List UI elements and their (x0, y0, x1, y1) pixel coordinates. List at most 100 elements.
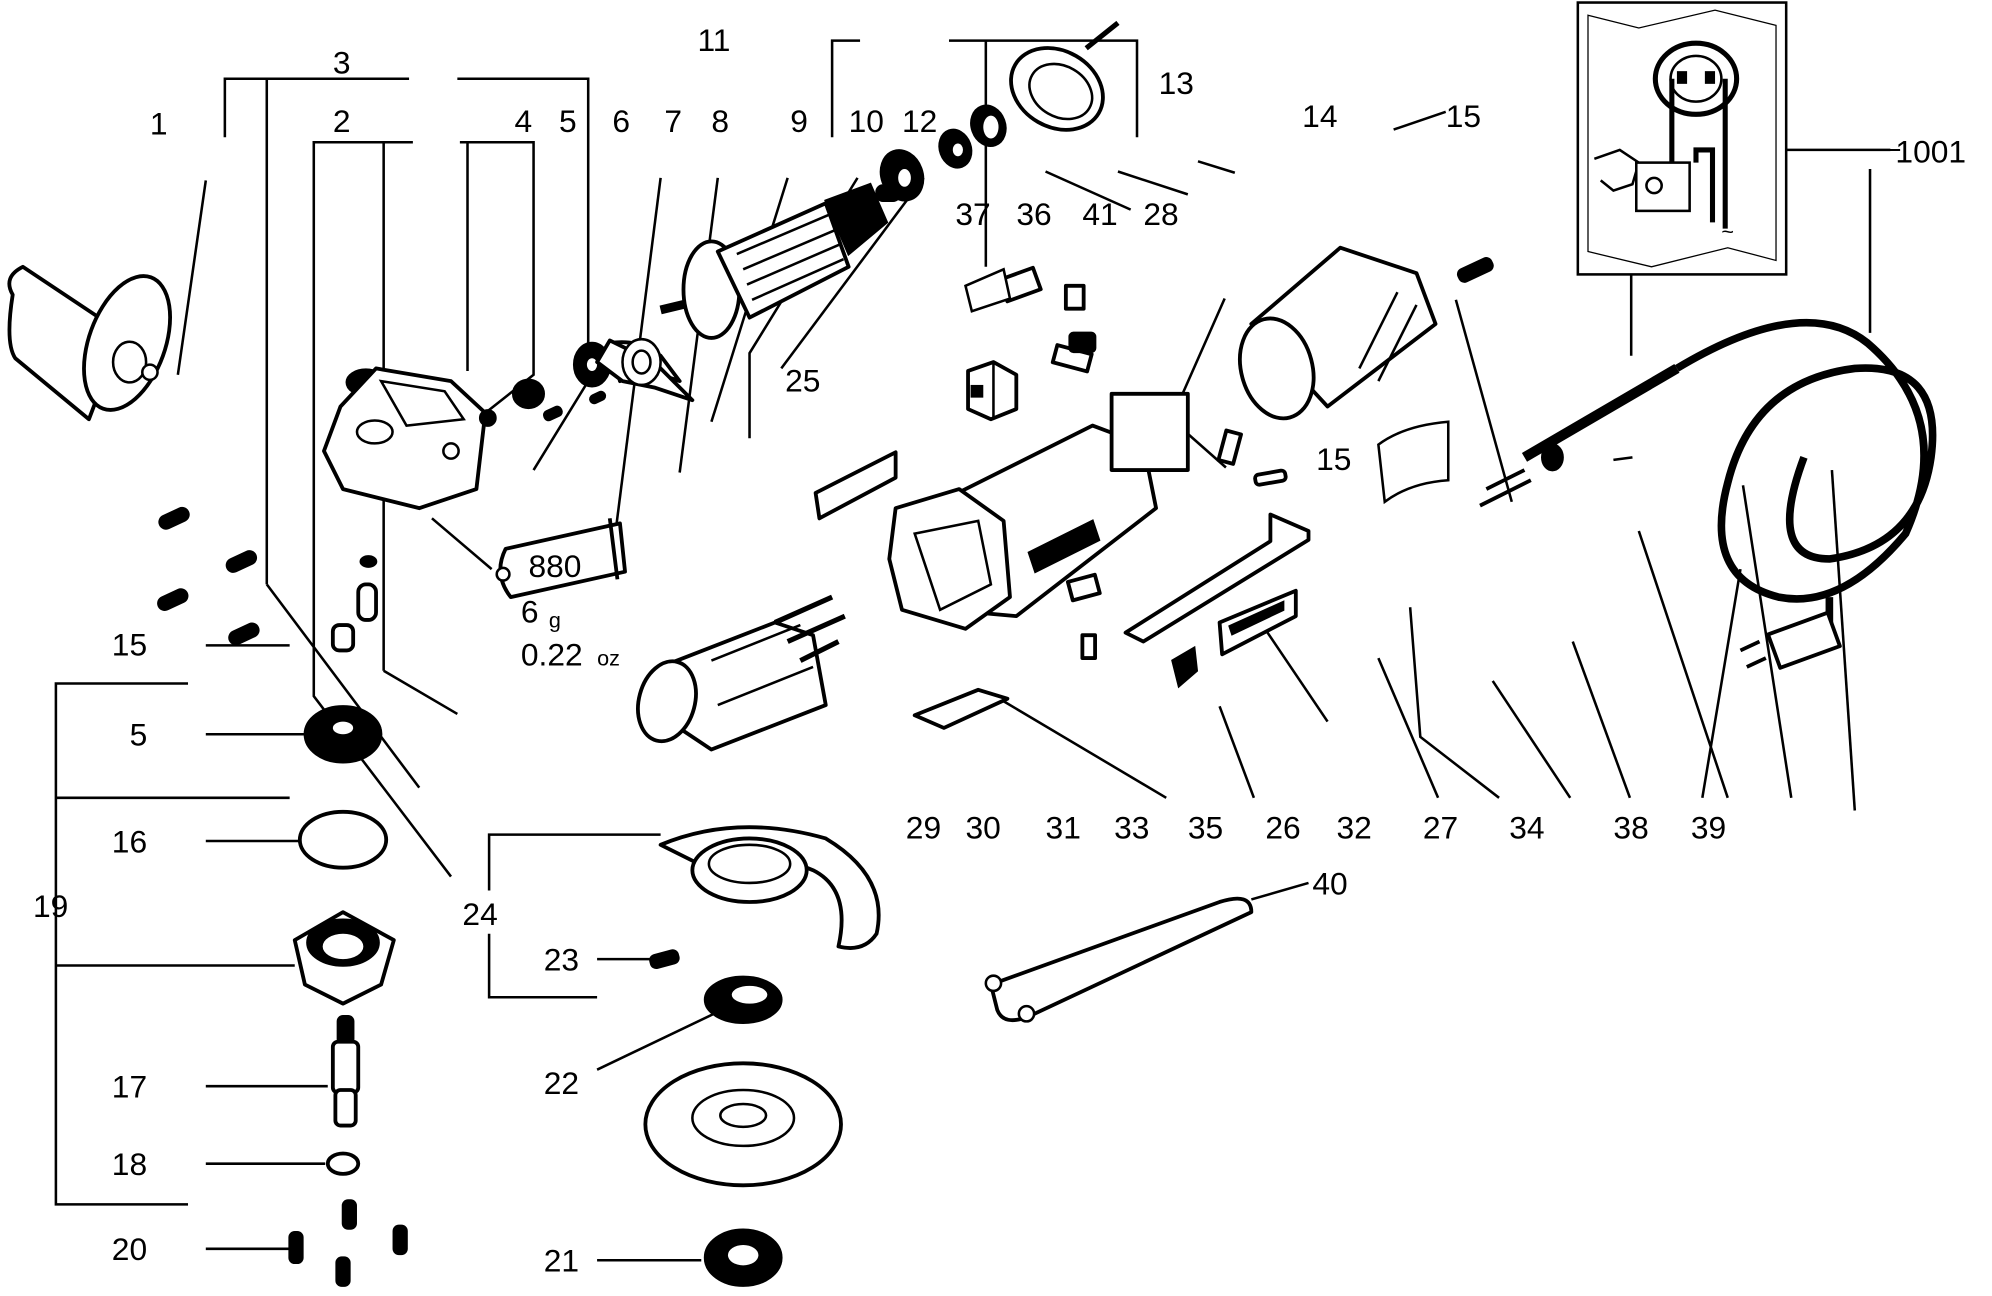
callout-15-mid: 15 (1316, 441, 1351, 477)
callout-37: 37 (955, 196, 990, 232)
callout-16: 16 (112, 823, 147, 859)
bracket-24-bottom (487, 933, 598, 999)
label-25-part (813, 450, 898, 521)
callout-27: 27 (1423, 809, 1458, 845)
callout-35: 35 (1188, 809, 1223, 845)
grease-amount-imperial: 0.22 (521, 637, 583, 673)
screw-15-mid-part (1253, 468, 1288, 487)
ac-symbol: ~ (1721, 219, 1734, 244)
callout-26: 26 (1265, 809, 1300, 845)
callout-29: 29 (906, 809, 941, 845)
leader-26 (1491, 680, 1572, 799)
callout-1001: 1001 (1895, 134, 1966, 170)
callout-8: 8 (711, 103, 729, 139)
pin-part (356, 582, 378, 622)
callout-34: 34 (1509, 809, 1544, 845)
callout-3: 3 (333, 45, 351, 81)
callout-19: 19 (33, 888, 68, 924)
bearing-9-part (879, 149, 925, 202)
screw-23-part (649, 949, 680, 970)
bracket-11-right (948, 39, 1139, 138)
leader-10 (1117, 170, 1189, 196)
callout-9: 9 (790, 103, 808, 139)
leader-2-to-pin (383, 669, 458, 716)
callout-36: 36 (1016, 196, 1051, 232)
callout-17: 17 (112, 1069, 147, 1105)
leader-13 (1393, 110, 1447, 131)
callout-25: 25 (785, 362, 820, 398)
callout-31: 31 (1046, 809, 1081, 845)
leader-34 (1741, 485, 1793, 799)
grease-code: 880 (528, 548, 581, 584)
grease-info: 880 6 g 0.22 oz (521, 548, 620, 673)
leader-15-mid (1613, 456, 1633, 462)
callout-6: 6 (612, 103, 630, 139)
callout-33: 33 (1114, 809, 1149, 845)
callout-12: 12 (902, 103, 937, 139)
part-26 (1171, 645, 1199, 689)
part-35 (1065, 572, 1102, 603)
label-30-part (912, 687, 1010, 730)
leader-30 (1218, 705, 1256, 799)
brush-holder-part (1050, 331, 1097, 374)
bracket-19 (54, 682, 189, 1206)
bracket-3-right (457, 77, 590, 471)
grease-unit-metric: g (549, 608, 561, 633)
side-handle-part (7, 264, 173, 422)
brand-plate-32-part (1217, 588, 1298, 657)
callout-24: 24 (462, 896, 497, 932)
wheel-guard-24-part (658, 825, 881, 950)
screw-15-top-part (1456, 257, 1494, 283)
flange-22-part (703, 975, 783, 1024)
pinion-part (511, 378, 546, 410)
callout-39: 39 (1691, 809, 1726, 845)
bearing-flange-part (292, 910, 396, 1006)
wiring-inset-part: ~ (1576, 1, 1788, 276)
callout-21: 21 (544, 1243, 579, 1279)
leader-38 (1830, 469, 1857, 811)
callout-40: 40 (1312, 865, 1347, 901)
grease-unit-imperial: oz (597, 646, 620, 671)
callout-28: 28 (1143, 196, 1178, 232)
callout-5-left: 5 (130, 717, 148, 753)
callout-10: 10 (849, 103, 884, 139)
leader-1 (176, 180, 208, 375)
clamp-nut-21-part (703, 1228, 783, 1287)
bearing-holder-ring-part (1009, 20, 1120, 132)
grinding-disc-part (643, 1061, 843, 1188)
leader-12 (1197, 160, 1236, 174)
washer-part (359, 555, 378, 568)
callout-14: 14 (1302, 98, 1337, 134)
callout-20: 20 (112, 1231, 147, 1267)
callout-30: 30 (966, 809, 1001, 845)
spanner-wrench-40-part (984, 896, 1254, 1023)
bracket-2-left (312, 141, 453, 878)
callout-38: 38 (1613, 809, 1648, 845)
leader-8 (780, 177, 925, 370)
bearing-plate-part (595, 337, 695, 403)
leader-29 (1002, 700, 1167, 799)
power-cord-part (1479, 318, 1937, 670)
leader-39 (1701, 568, 1742, 799)
screw-6b-part (589, 390, 607, 405)
bracket-24-top (487, 833, 661, 891)
screws-20-group-part (288, 1199, 408, 1287)
bearing-12-part (970, 104, 1007, 147)
screws-15-group-part (157, 506, 260, 646)
o-ring-16-part (297, 809, 389, 870)
callout-32: 32 (1336, 809, 1371, 845)
o-ring-18-part (325, 1151, 361, 1176)
bracket-11-left (830, 39, 861, 138)
part-28 (1216, 428, 1243, 466)
leader-28 (1454, 299, 1514, 503)
switch-36-part (964, 265, 1043, 313)
callout-18: 18 (112, 1146, 147, 1182)
ball-part (478, 409, 497, 427)
grease-tube-part (495, 518, 627, 599)
callout-13: 13 (1159, 65, 1194, 101)
grease-amount-metric: 6 (521, 593, 539, 629)
stator-29-part (636, 594, 846, 752)
callout-11: 11 (697, 22, 730, 58)
leader-grease (431, 517, 493, 571)
